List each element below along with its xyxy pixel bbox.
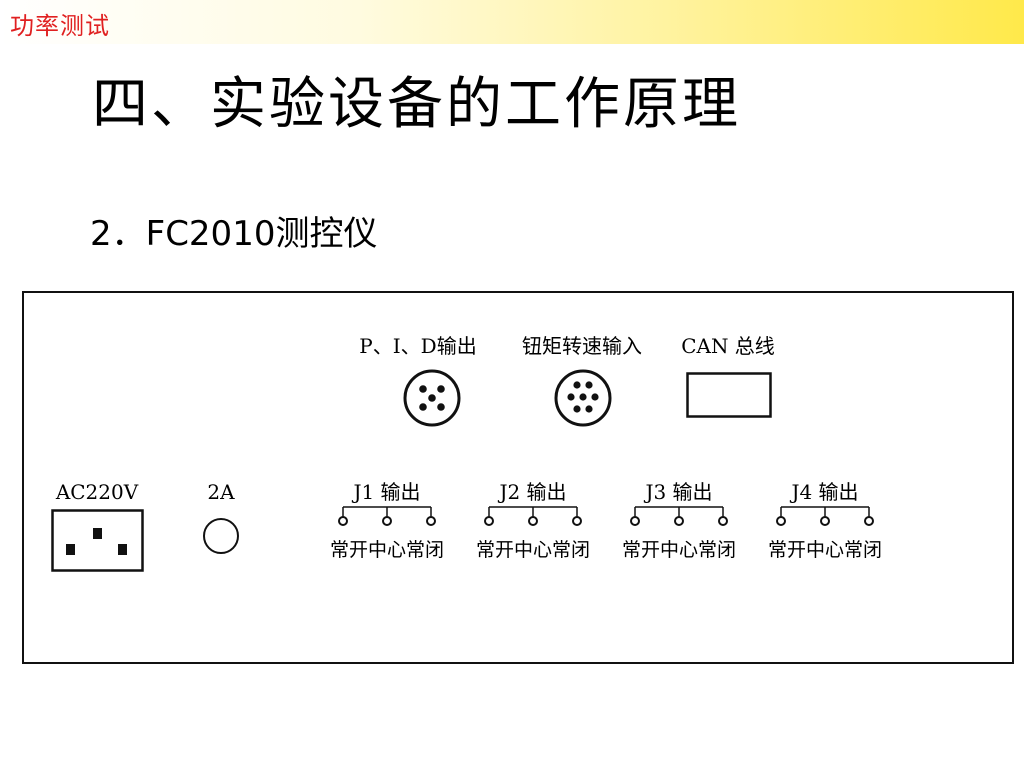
fuse-label: 2A [207,480,235,504]
relay-j3-terminals-icon [630,506,728,526]
relay-j3-label: J3 输出 [645,480,713,504]
header-label: 功率测试 [10,12,110,40]
can-bus-label: CAN 总线 [681,334,775,358]
device-panel [22,291,1014,664]
torque-speed-input-label: 钮矩转速输入 [522,334,642,358]
relay-j1-terminals-icon [338,506,436,526]
relay-j2-terminals-icon [484,506,582,526]
pid-connector-icon [403,369,461,427]
relay-j4-label: J4 输出 [791,480,859,504]
relay-j2-terminals-label: 常开中心常闭 [475,539,591,561]
ac-power-socket-icon [51,509,144,572]
ac-power-label: AC220V [55,480,139,504]
relay-j1-terminals-label: 常开中心常闭 [329,539,445,561]
relay-j1-label: J1 输出 [353,480,421,504]
relay-j3-terminals-label: 常开中心常闭 [621,539,737,561]
relay-j4-terminals-icon [776,506,874,526]
can-bus-port-icon [686,372,772,418]
relay-j2-label: J2 输出 [499,480,567,504]
header-band [0,0,1024,44]
slide-title: 四、实验设备的工作原理 [92,72,741,137]
pid-output-label: P、I、D输出 [359,334,477,358]
torque-connector-icon [554,369,612,427]
relay-j4-terminals-label: 常开中心常闭 [767,539,883,561]
fuse-holder-icon [203,518,239,554]
subtitle: 2．FC2010测控仪 [90,214,378,254]
